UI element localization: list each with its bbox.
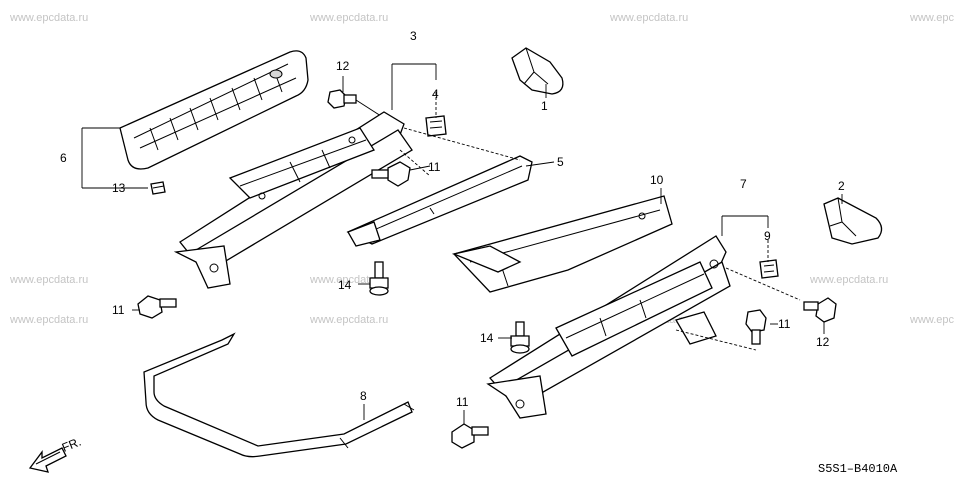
callout-12-left: 12 [336, 59, 350, 73]
part-7-right-track [486, 235, 731, 419]
callout-3: 3 [410, 29, 417, 43]
callouts: 1 2 3 4 5 6 7 8 9 10 11 11 11 11 12 12 1… [60, 29, 845, 409]
part-12-bolt-right [803, 297, 837, 323]
callout-11-upper: 11 [428, 160, 441, 174]
callout-14-left: 14 [338, 278, 352, 292]
callout-12-right: 12 [816, 335, 830, 349]
watermark-partial: www.epc [909, 12, 955, 24]
part-11-bolt-left [137, 295, 177, 319]
callout-1: 1 [541, 99, 548, 113]
watermark: www.epcdata.ru [9, 274, 88, 286]
part-11-bolt-right [745, 309, 767, 345]
watermark: www.epcdata.ru [309, 12, 388, 24]
part-11-bolt-bottom [451, 423, 489, 449]
part-11-bolt-upper [371, 161, 411, 187]
callout-8: 8 [360, 389, 367, 403]
direction-label: FR. [60, 435, 83, 455]
callout-13: 13 [112, 181, 126, 195]
watermark-partial: www.epc [909, 314, 955, 326]
part-14-bolt-middle [510, 321, 530, 354]
part-2-end-cover [823, 197, 883, 245]
part-13-clip [150, 181, 166, 195]
watermark: www.epcdata.ru [309, 314, 388, 326]
callout-5: 5 [557, 155, 564, 169]
watermark: www.epcdata.ru [609, 12, 688, 24]
callout-7: 7 [740, 177, 747, 191]
part-8-rod [143, 332, 415, 458]
callout-11-left: 11 [112, 303, 125, 317]
part-1-end-cover [511, 47, 564, 95]
callout-6: 6 [60, 151, 67, 165]
watermark: www.epcdata.ru [809, 274, 888, 286]
part-14-bolt-left [369, 261, 389, 296]
diagram-code: S5S1–B4010A [818, 462, 898, 476]
front-direction-arrow: FR. [28, 435, 83, 473]
watermark: www.epcdata.ru [9, 314, 88, 326]
watermark: www.epcdata.ru [309, 274, 388, 286]
part-10-inner-rail [451, 195, 673, 293]
part-3-left-track [173, 111, 413, 289]
callout-9: 9 [764, 229, 771, 243]
leader-lines [81, 63, 843, 424]
callout-14-middle: 14 [480, 331, 494, 345]
watermark: www.epcdata.ru [9, 12, 88, 24]
callout-10: 10 [650, 173, 664, 187]
watermarks: www.epcdata.ru www.epcdata.ru www.epcdat… [9, 12, 955, 326]
callout-11-right: 11 [778, 317, 791, 331]
callout-4: 4 [432, 87, 439, 101]
part-5-slide-rail [346, 155, 533, 247]
part-12-bolt-left [327, 89, 385, 119]
part-9-clip [759, 259, 779, 279]
callout-2: 2 [838, 179, 845, 193]
part-6-side-cover [119, 50, 309, 170]
part-4-clip [425, 115, 447, 137]
callout-11-bottom: 11 [456, 395, 469, 409]
